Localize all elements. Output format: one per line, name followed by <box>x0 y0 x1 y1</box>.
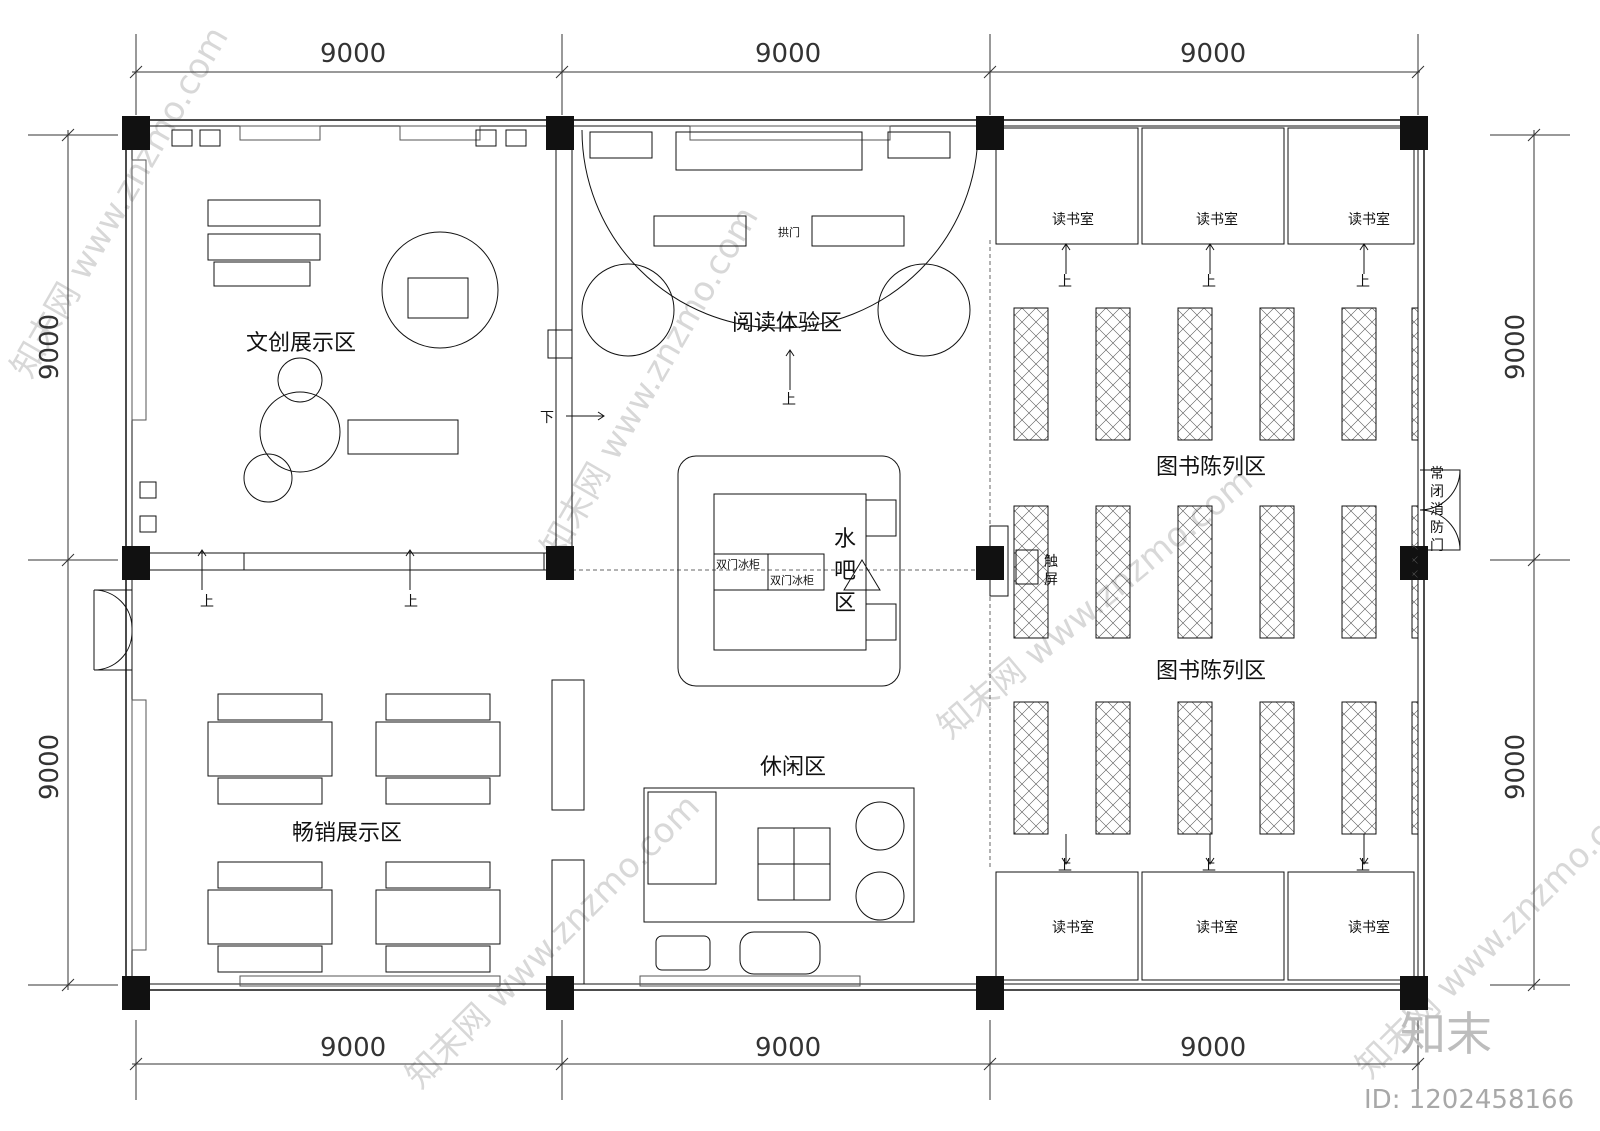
entrance-door <box>93 589 133 671</box>
brand-watermark: 知末 ID: 1202458166 <box>1364 1007 1574 1115</box>
bookshelf <box>1013 701 1049 835</box>
leisure-furniture <box>643 787 915 975</box>
zone-labels: 文创展示区 阅读体验区 水 吧 区 图书陈列区 图书陈列区 畅销展示区 休闲区 <box>246 311 1266 846</box>
columns <box>122 116 1428 1010</box>
bookshelf <box>1177 701 1213 835</box>
zone-label-water-bar-1: 水 <box>834 527 856 552</box>
dimension-labels: 9000 9000 9000 9000 9000 9000 9000 9000 … <box>35 39 1531 1063</box>
down-label: 下 <box>540 410 554 426</box>
direction-labels: 上 上 上 上 上 上 上 上 上 下 <box>200 274 1370 874</box>
bookshelf <box>1177 307 1213 441</box>
bookshelf <box>1411 701 1419 835</box>
touch-screen-label: 触 <box>1044 554 1058 570</box>
bestseller-furniture <box>207 679 585 985</box>
zone-label-book-display-2: 图书陈列区 <box>1156 659 1266 684</box>
fire-door-label: 常 <box>1430 466 1444 482</box>
book-shelves <box>1013 307 1419 835</box>
bookshelf <box>1341 505 1377 639</box>
up-label: 上 <box>200 594 214 610</box>
reading-room-label: 读书室 <box>1348 919 1390 936</box>
dim-top-2: 9000 <box>755 39 821 69</box>
water-bar-furniture <box>677 455 901 687</box>
bookshelf <box>1177 505 1213 639</box>
misc-labels: 拱门 双门冰柜 双门冰柜 触 屏 常 闭 消 防 门 <box>716 225 1444 588</box>
up-label: 上 <box>1202 858 1216 874</box>
double-fridge-label: 双门冰柜 <box>770 573 814 587</box>
reading-room-label: 读书室 <box>1196 919 1238 936</box>
dim-right-2: 9000 <box>1501 734 1531 800</box>
dim-right-1: 9000 <box>1501 314 1531 380</box>
up-label: 上 <box>782 392 796 408</box>
fire-door-label: 防 <box>1430 520 1444 536</box>
bookshelf <box>1411 307 1419 441</box>
wenchuang-furniture <box>139 129 545 571</box>
dim-bottom-1: 9000 <box>320 1033 386 1063</box>
dim-bottom-3: 9000 <box>1180 1033 1246 1063</box>
up-label: 上 <box>1058 858 1072 874</box>
zone-label-water-bar-2: 吧 <box>834 559 856 584</box>
up-label: 上 <box>404 594 418 610</box>
fire-door-label: 门 <box>1430 538 1444 554</box>
dim-top-3: 9000 <box>1180 39 1246 69</box>
watermark-text: 知末网 www.znzmo.com <box>398 787 708 1097</box>
reading-room-labels: 读书室 读书室 读书室 读书室 读书室 读书室 <box>1052 211 1390 936</box>
bookshelf <box>1095 307 1131 441</box>
up-label: 上 <box>1202 274 1216 290</box>
reading-room-label: 读书室 <box>1052 919 1094 936</box>
bookshelf <box>1259 701 1295 835</box>
zone-label-book-display-1: 图书陈列区 <box>1156 455 1266 480</box>
dim-bottom-2: 9000 <box>755 1033 821 1063</box>
walls <box>125 119 1425 991</box>
bookshelf <box>1341 307 1377 441</box>
up-label: 上 <box>1356 858 1370 874</box>
watermark-text: 知末网 www.znzmo.com <box>533 200 767 565</box>
bookshelf <box>1411 505 1419 639</box>
direction-markers <box>197 243 1369 865</box>
bookshelf <box>1095 505 1131 639</box>
zone-label-water-bar-3: 区 <box>834 591 856 616</box>
reading-room-label: 读书室 <box>1052 211 1094 228</box>
bookshelf <box>1259 505 1295 639</box>
bookshelf <box>1341 701 1377 835</box>
fire-door-label: 消 <box>1430 502 1444 518</box>
reading-room-label: 读书室 <box>1348 211 1390 228</box>
windows <box>131 125 891 987</box>
dim-left-2: 9000 <box>35 734 65 800</box>
bookshelf <box>1095 701 1131 835</box>
touch-screen-label: 屏 <box>1044 572 1058 588</box>
reading-experience-furniture <box>547 129 979 359</box>
double-fridge-label: 双门冰柜 <box>716 557 760 571</box>
dimension-lines <box>28 34 1570 1100</box>
up-label: 上 <box>1058 274 1072 290</box>
bookshelf <box>1013 307 1049 441</box>
reading-rooms <box>989 127 1415 981</box>
fire-door <box>1419 469 1461 551</box>
reading-room-label: 读书室 <box>1196 211 1238 228</box>
bookshelf <box>1259 307 1295 441</box>
zone-label-leisure: 休闲区 <box>760 755 826 780</box>
fire-door-label: 闭 <box>1430 484 1444 500</box>
zone-label-bestseller: 畅销展示区 <box>292 821 402 846</box>
zone-label-wenchuang: 文创展示区 <box>246 331 356 356</box>
dim-left-1: 9000 <box>35 314 65 380</box>
zone-label-reading-experience: 阅读体验区 <box>732 311 842 336</box>
arch-door-label: 拱门 <box>778 225 800 239</box>
brand-logo: 知末 <box>1400 1007 1492 1061</box>
bookshelf <box>1013 505 1049 639</box>
dim-top-1: 9000 <box>320 39 386 69</box>
up-label: 上 <box>1356 274 1370 290</box>
image-id-label: ID: 1202458166 <box>1364 1085 1574 1115</box>
